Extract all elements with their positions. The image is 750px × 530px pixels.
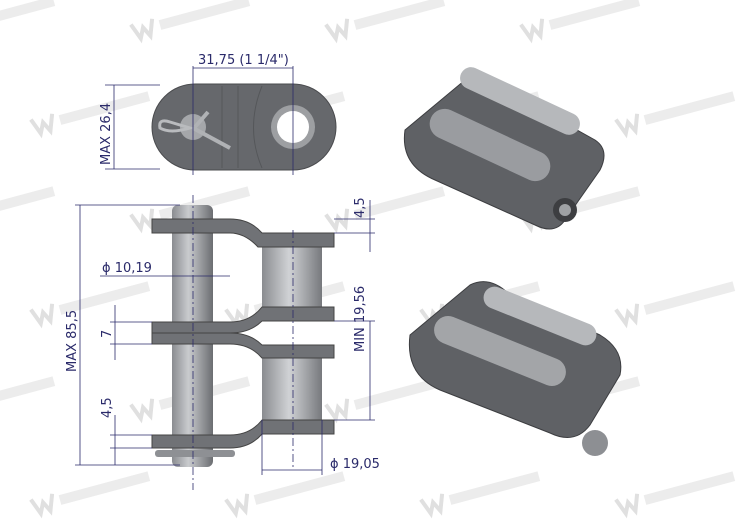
bottom-plate-thickness-label: 4,5 [100,397,115,418]
watermark-logo [614,471,736,519]
watermark-logo [614,91,736,139]
watermark-logo [0,0,56,30]
render-top [403,67,605,230]
plate-height-label: MAX 26,4 [99,103,114,165]
watermark-logo [519,0,641,44]
watermark-group [0,0,736,519]
inner-width-label: MIN 19,56 [353,286,368,352]
watermark-logo [29,471,151,519]
middle-gap-label: 7 [100,330,115,338]
top-plate-thickness-label: 4,5 [353,197,368,218]
top-view-link [151,83,337,171]
total-width-label: MAX 85,5 [65,310,80,372]
watermark-logo [324,376,446,424]
render-bottom [408,281,622,456]
watermark-logo [0,376,56,410]
watermark-logo [224,471,346,519]
dimension-lines [75,66,375,490]
watermark-logo [29,281,151,329]
watermark-logo [0,186,56,220]
watermark-logo [129,0,251,44]
watermark-logo [324,0,446,44]
side-view-link [151,205,335,467]
watermark-logo [614,281,736,329]
roller-diameter-label: ϕ 19,05 [330,457,380,472]
pin-diameter-label: ϕ 10,19 [102,261,152,276]
pitch-label: 31,75 (1 1/4") [198,53,289,68]
watermark-logo [29,91,151,139]
watermark-logo [419,471,541,519]
watermark-logo [324,186,446,234]
